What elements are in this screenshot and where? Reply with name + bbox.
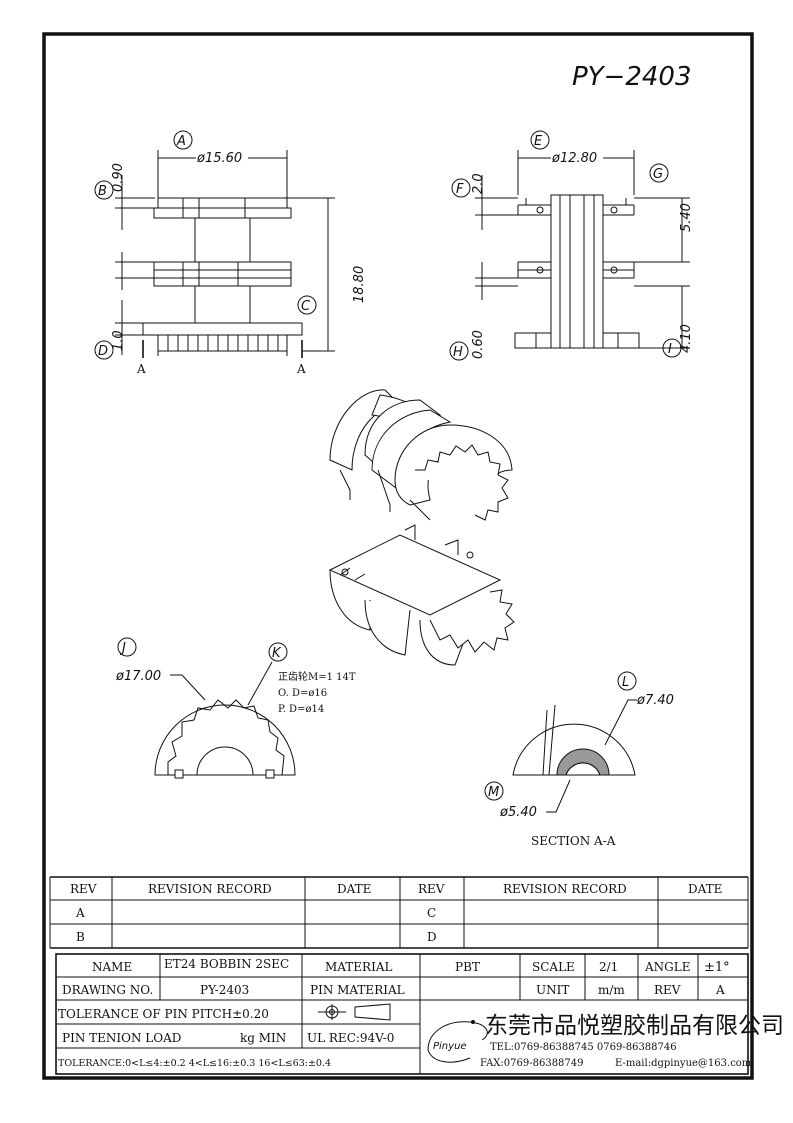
callout-m: M bbox=[488, 785, 499, 800]
dim-side-right-top: 5.40 bbox=[679, 203, 694, 232]
rev-value: A bbox=[715, 983, 725, 997]
pin-load-label: PIN TENION LOAD bbox=[62, 1031, 181, 1045]
tolerance-note: TOLERANCE:0<L≤4:±0.2 4<L≤16:±0.3 16<L≤63… bbox=[58, 1058, 331, 1069]
callout-h: H bbox=[453, 345, 463, 360]
callout-e: E bbox=[534, 134, 543, 149]
callout-d: D bbox=[98, 344, 108, 359]
unit-label: UNIT bbox=[536, 983, 569, 997]
pin-load-unit: kg MIN bbox=[240, 1031, 286, 1045]
rev-header-1: REV bbox=[70, 882, 97, 896]
side-view: E ø12.80 2.0 F 0.60 H 5.40 4.10 G bbox=[449, 130, 694, 361]
callout-b: B bbox=[98, 184, 107, 199]
title-block-grid bbox=[55, 953, 749, 1075]
sheet-border bbox=[42, 32, 754, 1080]
rev-row-d: D bbox=[427, 930, 437, 944]
front-view: A ø15.60 18.80 C bbox=[94, 130, 367, 376]
company-name: 东莞市品悦塑胶制品有限公司 bbox=[485, 1013, 784, 1039]
rev-header-2: REV bbox=[418, 882, 445, 896]
part-number: PY−2403 bbox=[572, 62, 692, 92]
pin-material-label: PIN MATERIAL bbox=[310, 983, 405, 997]
gear-note-3: P. D=ø14 bbox=[278, 704, 324, 715]
name-label: NAME bbox=[92, 960, 132, 974]
name-value: ET24 BOBBIN 2SEC bbox=[164, 957, 289, 971]
company-email: E-mail:dgpinyue@163.com bbox=[615, 1058, 752, 1069]
revision-table bbox=[49, 876, 749, 949]
gear-note-2: O. D=ø16 bbox=[278, 688, 327, 699]
dim-flange: 0.90 bbox=[111, 163, 126, 192]
callout-k: K bbox=[272, 646, 282, 661]
dim-side-right-bottom: 4.10 bbox=[679, 324, 694, 353]
rev-label: REV bbox=[654, 983, 681, 997]
isometric-lower bbox=[328, 524, 515, 666]
callout-i: I bbox=[668, 342, 672, 357]
scale-value: 2/1 bbox=[599, 960, 618, 974]
gear-note-1: 正齿轮M=1 14T bbox=[278, 670, 356, 683]
company-logo: Pinyue bbox=[427, 1020, 488, 1063]
company-tel: TEL:0769-86388745 0769-86388746 bbox=[490, 1042, 677, 1053]
callout-l: L bbox=[622, 675, 629, 690]
rev-row-a: A bbox=[75, 906, 85, 920]
unit-value: m/m bbox=[598, 983, 625, 997]
isometric-upper bbox=[329, 389, 513, 521]
callout-j: J bbox=[119, 641, 126, 656]
section-caption: SECTION A-A bbox=[531, 834, 616, 848]
dim-base: 1.0 bbox=[111, 330, 126, 351]
callout-a: A bbox=[176, 134, 186, 149]
section-inner: ø5.40 bbox=[499, 805, 537, 820]
callout-g: G bbox=[653, 167, 663, 182]
gear-view: J ø17.00 K 正齿轮M=1 14T O. D=ø16 P. D=ø14 bbox=[115, 637, 356, 779]
material-value: PBT bbox=[455, 960, 480, 974]
company-fax: FAX:0769-86388749 bbox=[480, 1058, 584, 1069]
logo-text: Pinyue bbox=[433, 1041, 467, 1052]
callout-a-circle bbox=[173, 130, 193, 150]
callout-f: F bbox=[456, 182, 464, 197]
gear-od: ø17.00 bbox=[115, 669, 161, 684]
date-header-1: DATE bbox=[337, 882, 371, 896]
material-label: MATERIAL bbox=[325, 960, 393, 974]
revision-record-header-1: REVISION RECORD bbox=[148, 882, 272, 896]
tolerance-pin-pitch: TOLERANCE OF PIN PITCH±0.20 bbox=[58, 1007, 269, 1021]
rev-row-b: B bbox=[76, 930, 85, 944]
drawing-no-value: PY-2403 bbox=[200, 983, 249, 997]
revision-record-header-2: REVISION RECORD bbox=[503, 882, 627, 896]
projection-symbol-icon bbox=[318, 1003, 391, 1021]
dim-side-width: ø12.80 bbox=[551, 151, 597, 166]
rev-row-c: C bbox=[427, 906, 436, 920]
section-mark-right: A bbox=[296, 362, 306, 376]
dim-height: 18.80 bbox=[352, 266, 367, 303]
ul-rating: UL REC:94V-0 bbox=[307, 1031, 394, 1045]
date-header-2: DATE bbox=[688, 882, 722, 896]
angle-label: ANGLE bbox=[644, 960, 690, 974]
callout-c: C bbox=[301, 299, 311, 314]
drawing-no-label: DRAWING NO. bbox=[62, 983, 153, 997]
section-mark-left: A bbox=[136, 362, 146, 376]
section-outer: ø7.40 bbox=[636, 693, 674, 708]
dim-width: ø15.60 bbox=[196, 151, 242, 166]
scale-label: SCALE bbox=[532, 960, 575, 974]
angle-value: ±1° bbox=[704, 960, 730, 975]
dim-side-top: 2.0 bbox=[471, 173, 486, 194]
section-view: L ø7.40 M ø5.40 SECTION A-A bbox=[484, 671, 674, 848]
dim-side-bottom: 0.60 bbox=[471, 330, 486, 359]
